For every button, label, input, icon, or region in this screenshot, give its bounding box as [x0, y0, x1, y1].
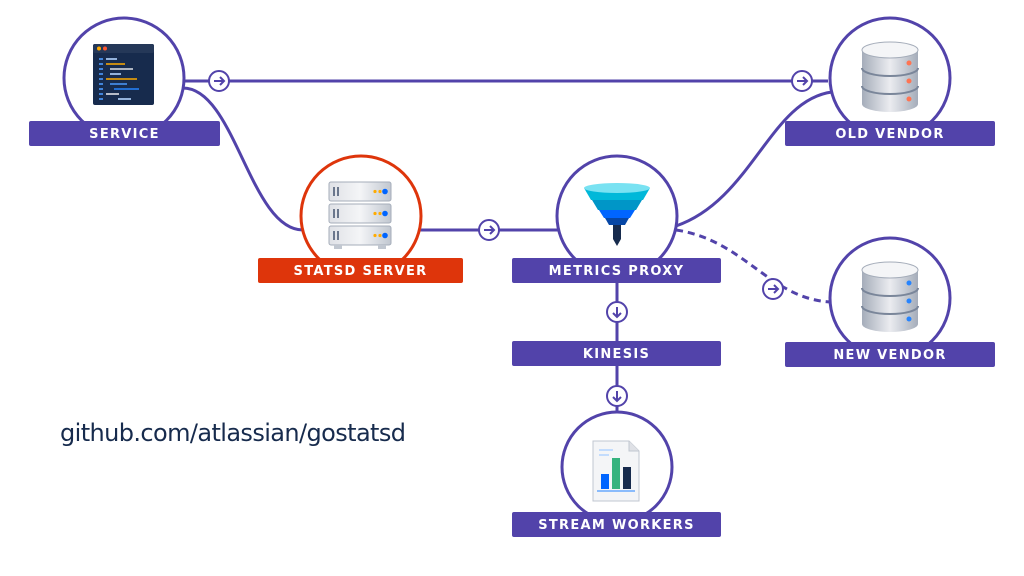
old-vendor-label-text: OLD VENDOR: [835, 127, 944, 142]
kinesis-node: KINESIS: [512, 341, 721, 366]
stream-workers-label: [512, 512, 721, 537]
service-node: SERVICE: [29, 121, 220, 146]
kinesis-label: [512, 341, 721, 366]
arrow-right-icon: [791, 70, 813, 92]
bar-chart-document-icon: [592, 440, 640, 502]
arrow-right-icon: [762, 278, 784, 300]
old-vendor-label: [785, 121, 995, 146]
metrics-proxy-node: METRICS PROXY: [512, 258, 721, 283]
arrow-right-icon: [478, 219, 500, 241]
kinesis-label-text: KINESIS: [583, 347, 650, 362]
arrow-down-icon: [606, 385, 628, 407]
metrics-proxy-label-text: METRICS PROXY: [549, 264, 685, 279]
statsd-server-label: [258, 258, 463, 283]
database-icon: [861, 41, 919, 112]
arrow-down-icon: [606, 301, 628, 323]
repository-url: github.com/atlassian/gostatsd: [60, 419, 406, 447]
server-rack-icon: [328, 181, 392, 249]
funnel-icon: [584, 183, 650, 246]
stream-workers-label-text: STREAM WORKERS: [538, 518, 695, 533]
statsd-server-label-text: STATSD SERVER: [294, 264, 428, 279]
new-vendor-label-text: NEW VENDOR: [833, 348, 946, 363]
service-label-text: SERVICE: [89, 127, 160, 142]
service-label: [29, 121, 220, 146]
connector-service-statsd: [182, 86, 304, 232]
metrics-proxy-label: [512, 258, 721, 283]
new-vendor-node: NEW VENDOR: [785, 342, 995, 367]
connector-proxy-new-vendor: [675, 228, 833, 304]
statsd-server-node: STATSD SERVER: [258, 258, 463, 283]
connector-proxy-old-vendor: [675, 90, 833, 228]
stream-workers-node: STREAM WORKERS: [512, 512, 721, 537]
new-vendor-label: [785, 342, 995, 367]
database-icon: [861, 261, 919, 332]
code-window-icon: [93, 44, 154, 105]
arrow-right-icon: [208, 70, 230, 92]
old-vendor-node: OLD VENDOR: [785, 121, 995, 146]
